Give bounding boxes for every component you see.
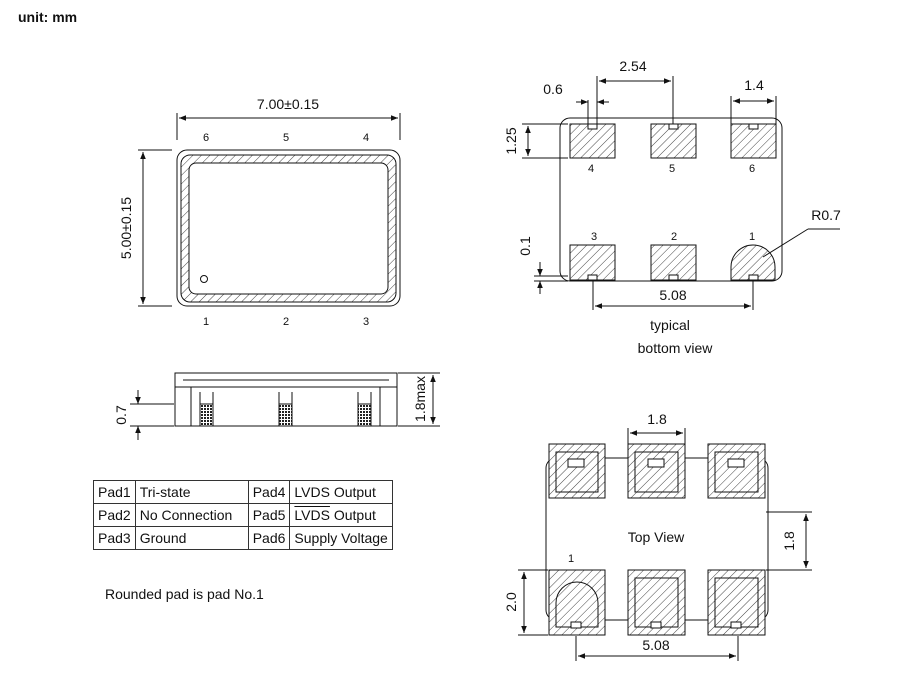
function-cell: No Connection [134,503,249,527]
pad-cell: Pad6 [247,526,291,550]
span-dimension-bottom: 5.08 [659,287,686,303]
top-span-dimension: 5.08 [642,637,669,653]
unit-label: unit: mm [18,9,78,25]
function-cell: LVDS Output [289,503,393,527]
width-dimension: 7.00±0.15 [257,96,319,112]
pitch-dimension: 2.54 [619,58,646,74]
function-text: Supply Voltage [294,530,388,546]
pin-label-4: 4 [363,132,369,144]
pad-cell: Pad4 [247,480,291,504]
pin-label-3: 3 [363,316,369,328]
notch-dimension: 0.6 [543,81,563,97]
top-pad-width-dimension: 1.8 [647,411,667,427]
pin-label-5: 5 [283,132,289,144]
pin-label-6: 6 [203,132,209,144]
pad-cell: Pad5 [247,503,291,527]
top-view-outline [518,428,812,661]
function-cell: LVDS Output [289,480,393,504]
note-text: Rounded pad is pad No.1 [105,586,264,602]
pin-label-2: 2 [283,316,289,328]
function-text: Tri-state [139,484,191,500]
bottom-pin-1: 1 [749,231,755,243]
function-text: LVDS Output [294,484,376,500]
pin-label-1: 1 [203,316,209,328]
function-text: Output [329,507,376,523]
top-pad-height-dimension: 2.0 [503,592,519,612]
bottom-pin-5: 5 [669,163,675,175]
package-side-view [130,372,440,440]
pad-cell: Pad1 [93,480,136,504]
pad-cell: Pad3 [93,526,136,550]
function-text: Ground [139,530,187,546]
bottom-pin-2: 2 [671,231,677,243]
bottom-pin-4: 4 [588,163,594,175]
bottom-view-caption-2: bottom view [638,340,714,356]
table-row: Pad3 Ground Pad6 Supply Voltage [93,526,393,550]
function-text-overline: LVDS [294,507,330,523]
table-row: Pad1 Tri-state Pad4 LVDS Output [93,480,393,504]
pad-function-table: Pad1 Tri-state Pad4 LVDS Output Pad2 No … [93,480,393,550]
pad-width-dimension: 1.4 [744,77,764,93]
bottom-view-caption-1: typical [650,317,690,333]
max-height-dimension: 1.8max [412,376,428,422]
radius-dimension: R0.7 [811,207,841,223]
function-text: No Connection [139,507,233,523]
top-view-caption: Top View [628,529,685,545]
pad-cell: Pad2 [93,503,136,527]
edge-dimension: 0.1 [517,236,533,256]
package-top-outline [138,113,401,307]
pad-height-dimension: 0.7 [113,405,129,425]
function-cell: Supply Voltage [289,526,393,550]
height-dimension: 5.00±0.15 [118,197,134,259]
bottom-pin-6: 6 [749,163,755,175]
function-cell: Tri-state [134,480,249,504]
function-cell: Ground [134,526,249,550]
top-row-gap-dimension: 1.8 [781,531,797,551]
bottom-view-outline [522,76,840,310]
pad-height-dimension-bottom: 1.25 [503,127,519,154]
table-row: Pad2 No Connection Pad5 LVDS Output [93,503,393,527]
top-view-pin-1: 1 [568,553,574,565]
bottom-pin-3: 3 [591,231,597,243]
